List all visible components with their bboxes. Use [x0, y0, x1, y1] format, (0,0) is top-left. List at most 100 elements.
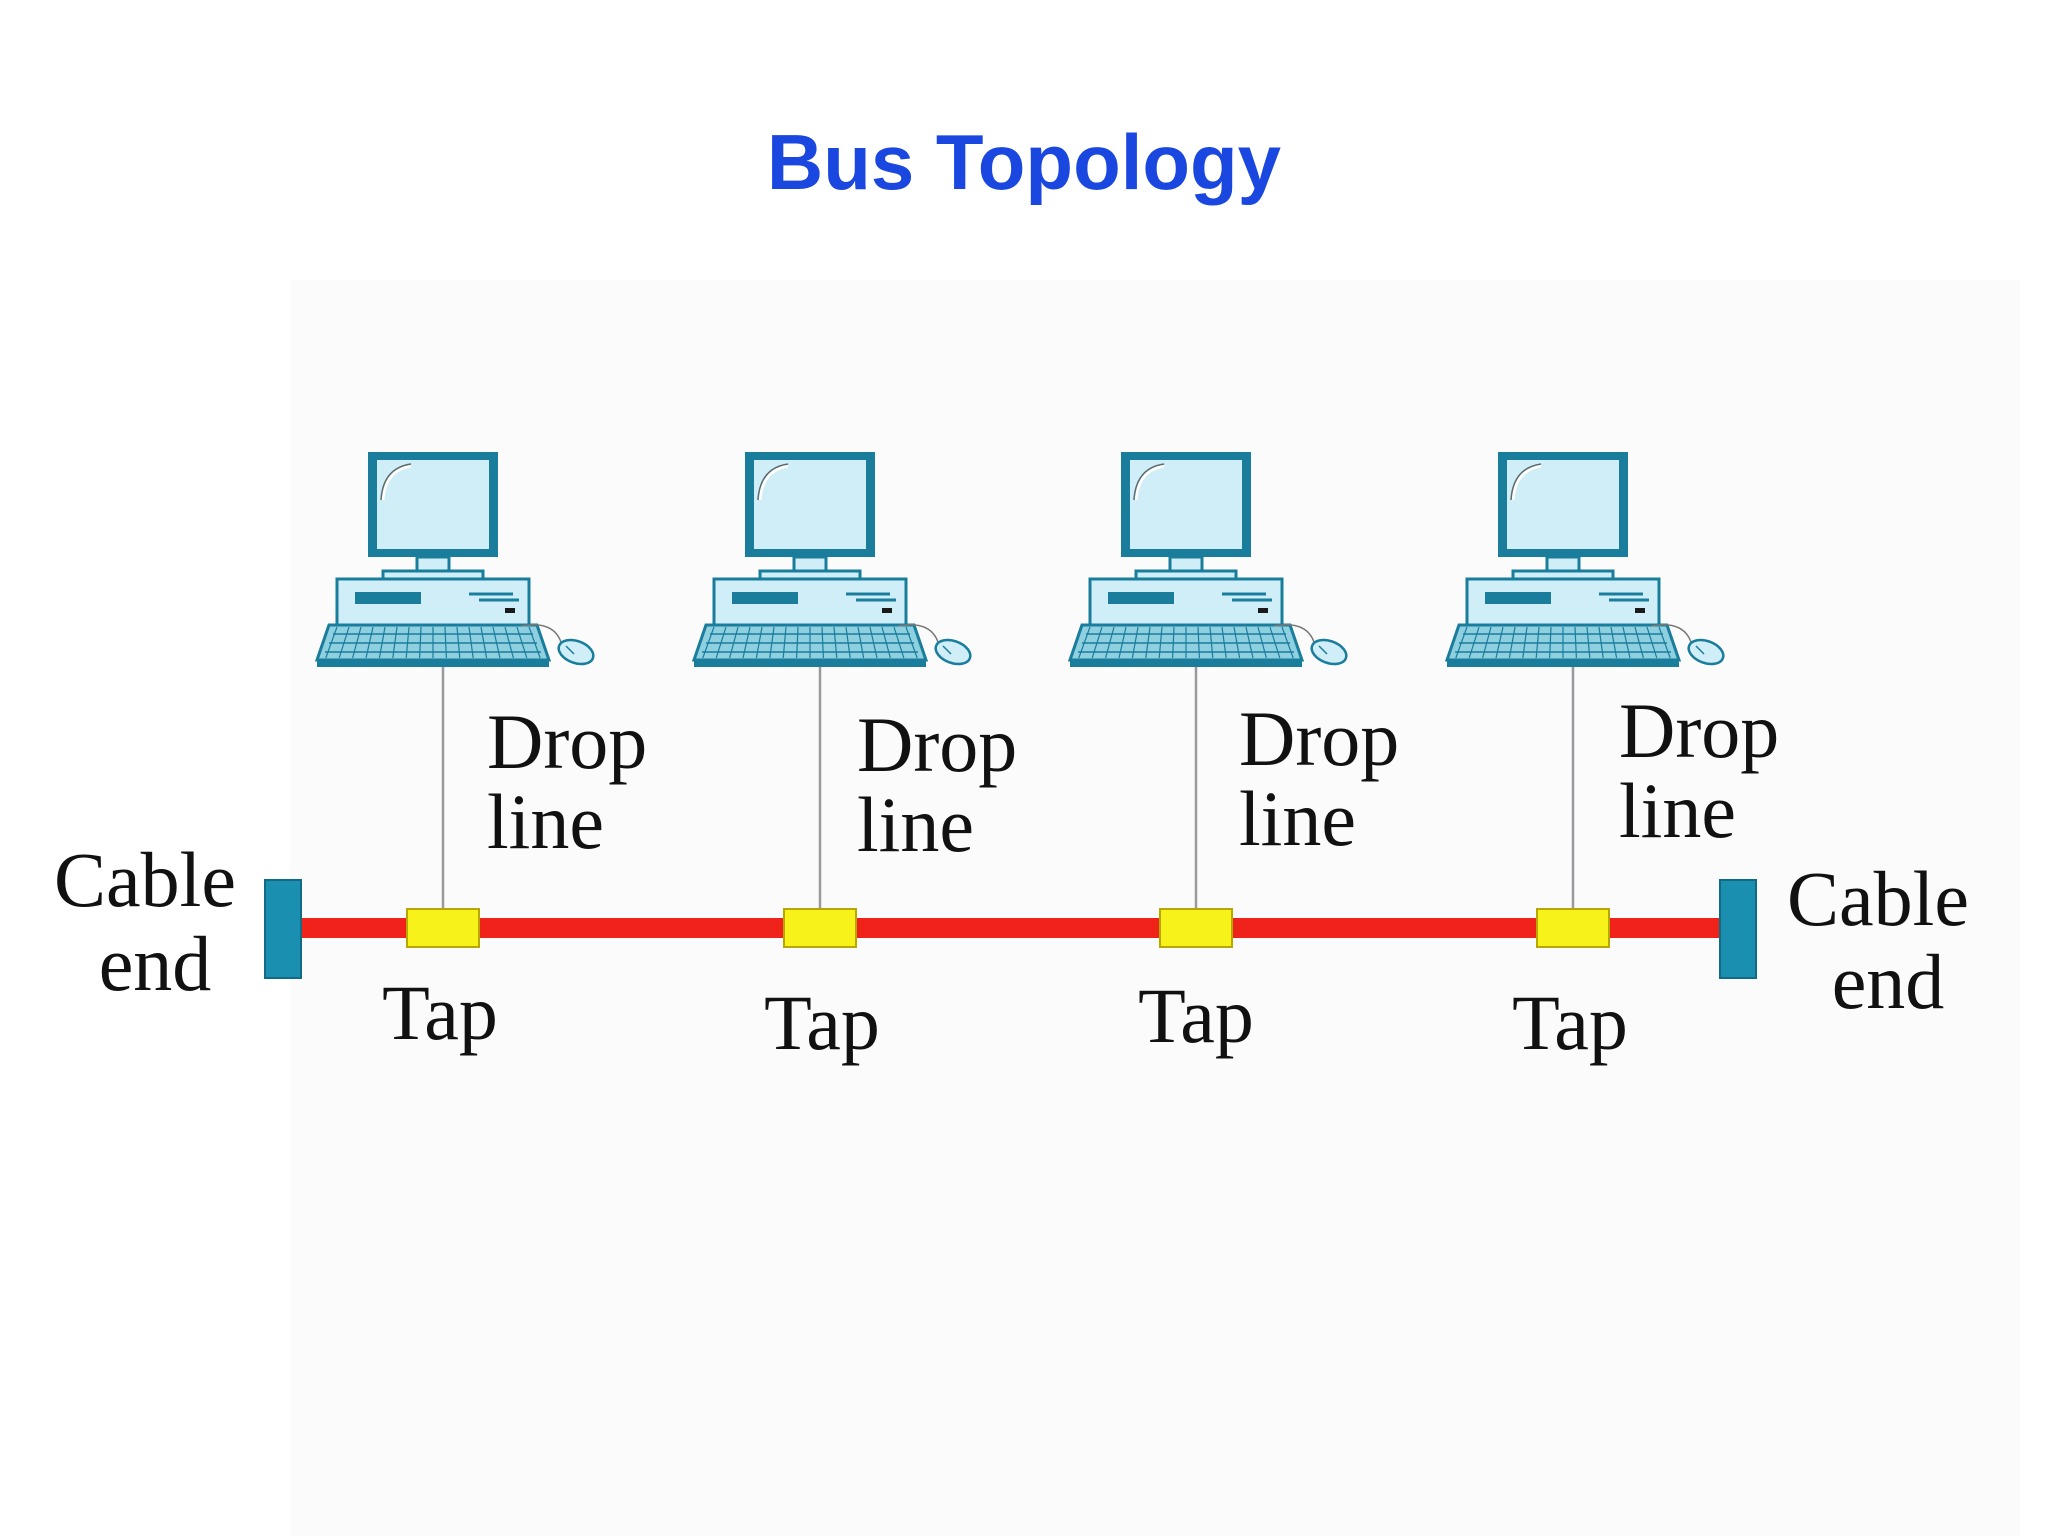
keyboard-base	[1070, 660, 1302, 667]
desktop-computer-icon	[1067, 452, 1348, 667]
keyboard-key-divider	[1646, 626, 1658, 659]
mouse-icon	[557, 638, 595, 666]
screen-glare-edge	[380, 463, 412, 501]
drop-line-label-line2: line	[487, 778, 604, 865]
mouse-cord	[897, 624, 939, 643]
keyboard-key-divider	[1522, 626, 1528, 659]
monitor-screen	[1507, 460, 1619, 549]
keyboard-key-divider	[715, 626, 727, 659]
cable-end-right-label-line1: Cable	[1787, 855, 1969, 942]
drive-slot	[1108, 592, 1174, 604]
cable-end-left-label-line2: end	[99, 920, 212, 1007]
keyboard-key-divider	[405, 626, 410, 659]
bus-cable	[290, 918, 1740, 938]
keyboard-key-divider	[729, 626, 739, 659]
desktop-computer-icon	[314, 452, 595, 667]
keyboard-key-divider	[1131, 626, 1139, 659]
drop-line-label-line2: line	[857, 781, 974, 868]
mouse-button-line	[1318, 645, 1328, 655]
keyboard-key-divider	[1482, 626, 1492, 659]
drop-line-label-line1: Drop	[1619, 687, 1779, 774]
screen-glare-edge	[1133, 463, 1165, 501]
keyboard-key-divider	[1549, 626, 1552, 659]
mouse-icon	[1687, 638, 1725, 666]
keyboard-key-divider	[516, 626, 528, 659]
keyboard-key-divider	[1172, 626, 1175, 659]
screen-glare	[381, 464, 412, 501]
keyboard-key-divider	[456, 626, 461, 659]
keyboard-key-divider	[352, 626, 362, 659]
keyboard-key-divider	[1586, 626, 1591, 659]
keyboard-key-divider	[1281, 626, 1294, 659]
mouse-button-line	[942, 645, 952, 655]
keyboard-key-divider	[1158, 626, 1163, 659]
keyboard-key-divider	[881, 626, 891, 659]
keyboard-key-divider	[1105, 626, 1115, 659]
keyboard-base	[317, 660, 549, 667]
tap	[1159, 908, 1233, 948]
mouse-button-line	[1695, 645, 1705, 655]
cable-end-left-label-line1: Cable	[54, 836, 236, 923]
keyboard-key-divider	[1091, 626, 1103, 659]
monitor-neck	[1545, 555, 1581, 573]
power-led	[505, 608, 515, 613]
keyboard-key-divider	[378, 626, 386, 659]
mouse-icon	[1310, 638, 1348, 666]
keyboard-key-divider	[1257, 626, 1267, 659]
keyboard-base	[694, 660, 926, 667]
drive-slot	[732, 592, 798, 604]
page-title: Bus Topology	[766, 118, 1282, 206]
keyboard-key-divider	[1610, 626, 1618, 659]
tap-label: Tap	[1138, 972, 1254, 1059]
mouse-icon	[934, 638, 972, 666]
monitor-screen	[754, 460, 866, 549]
keyboard-key-divider	[365, 626, 374, 659]
tap	[1536, 908, 1610, 948]
keyboard-key-divider	[1145, 626, 1151, 659]
keyboard-key-divider	[1118, 626, 1127, 659]
mouse-cord	[1650, 624, 1692, 643]
screen-glare	[1511, 464, 1542, 501]
screen-glare-edge	[757, 463, 789, 501]
monitor-neck	[1168, 555, 1204, 573]
keyboard-key-divider	[1574, 626, 1577, 659]
drop-line-label-line2: line	[1239, 775, 1356, 862]
mouse-button-line	[565, 645, 575, 655]
keyboard-key-divider	[1468, 626, 1480, 659]
power-led	[1635, 608, 1645, 613]
keyboard-key-divider	[528, 626, 541, 659]
keyboard-key-divider	[821, 626, 824, 659]
keyboard-key-divider	[392, 626, 398, 659]
system-unit	[335, 577, 531, 627]
keyboard-key-divider	[769, 626, 775, 659]
keyboard-key-divider	[833, 626, 838, 659]
keyboard-key-divider	[857, 626, 865, 659]
keyboard-key-divider	[480, 626, 488, 659]
monitor-screen	[377, 460, 489, 549]
keyboard-key-divider	[1622, 626, 1631, 659]
keyboard-key-divider	[755, 626, 763, 659]
power-led	[1258, 608, 1268, 613]
cable-end-right-label-line2: end	[1832, 938, 1945, 1025]
keyboard-key-divider	[1269, 626, 1281, 659]
keyboard-key-divider	[1197, 626, 1200, 659]
keyboard-key-divider	[1598, 626, 1604, 659]
keyboard-key-divider	[742, 626, 751, 659]
keyboard-key-divider	[325, 626, 338, 659]
keyboard-key-divider	[1221, 626, 1227, 659]
keyboard-key-divider	[1233, 626, 1241, 659]
keyboard-key-divider	[782, 626, 787, 659]
keyboard-key-divider	[1535, 626, 1540, 659]
keyboard-base	[1447, 660, 1679, 667]
keyboard-key-divider	[338, 626, 350, 659]
keyboard-key-divider	[1658, 626, 1671, 659]
drop-line-label-line1: Drop	[487, 698, 647, 785]
keyboard-key-divider	[1455, 626, 1468, 659]
cable-end-right	[1719, 879, 1757, 979]
drop-line-label-line1: Drop	[857, 701, 1017, 788]
keyboard-key-divider	[869, 626, 878, 659]
keyboard-key-divider	[504, 626, 514, 659]
